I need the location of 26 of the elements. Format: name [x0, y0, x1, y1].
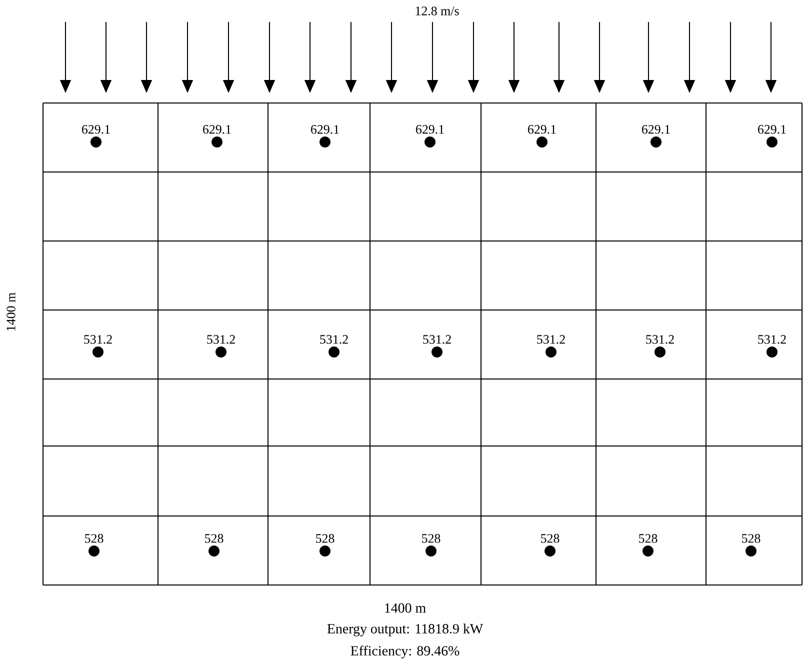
turbine-value: 531.2 — [646, 335, 674, 344]
turbine-value: 528 — [742, 534, 760, 543]
turbine-value: 531.2 — [423, 335, 451, 344]
turbine-value: 528 — [639, 534, 658, 543]
turbine-value: 629.1 — [311, 125, 339, 134]
turbine-value: 531.2 — [320, 335, 348, 344]
turbine-value: 629.1 — [82, 125, 110, 134]
dimension-label: 1400 m — [6, 292, 16, 330]
turbine-value: 531.2 — [207, 335, 235, 344]
turbine-value: 531.2 — [537, 335, 565, 344]
dimension-label: 1400 m — [385, 603, 426, 613]
turbine-value: 528 — [541, 534, 560, 543]
turbine-value: 528 — [205, 534, 224, 543]
turbine-value: 528 — [85, 534, 104, 543]
turbine-value: 531.2 — [84, 335, 112, 344]
turbine-value: 629.1 — [642, 125, 670, 134]
turbine-value: 528 — [316, 534, 334, 543]
result-text: Energy output: 11818.9 kW — [327, 624, 484, 636]
turbine-value: 629.1 — [416, 125, 444, 134]
turbine-value: 629.1 — [758, 125, 786, 134]
turbine-value: 528 — [422, 534, 440, 543]
result-text: Efficiency: 89.46% — [350, 646, 460, 658]
turbine-value: 629.1 — [203, 125, 231, 134]
wind-speed-label: 12.8 m/s — [416, 6, 459, 16]
turbine-value: 629.1 — [528, 125, 556, 134]
turbine-value: 531.2 — [758, 335, 786, 344]
